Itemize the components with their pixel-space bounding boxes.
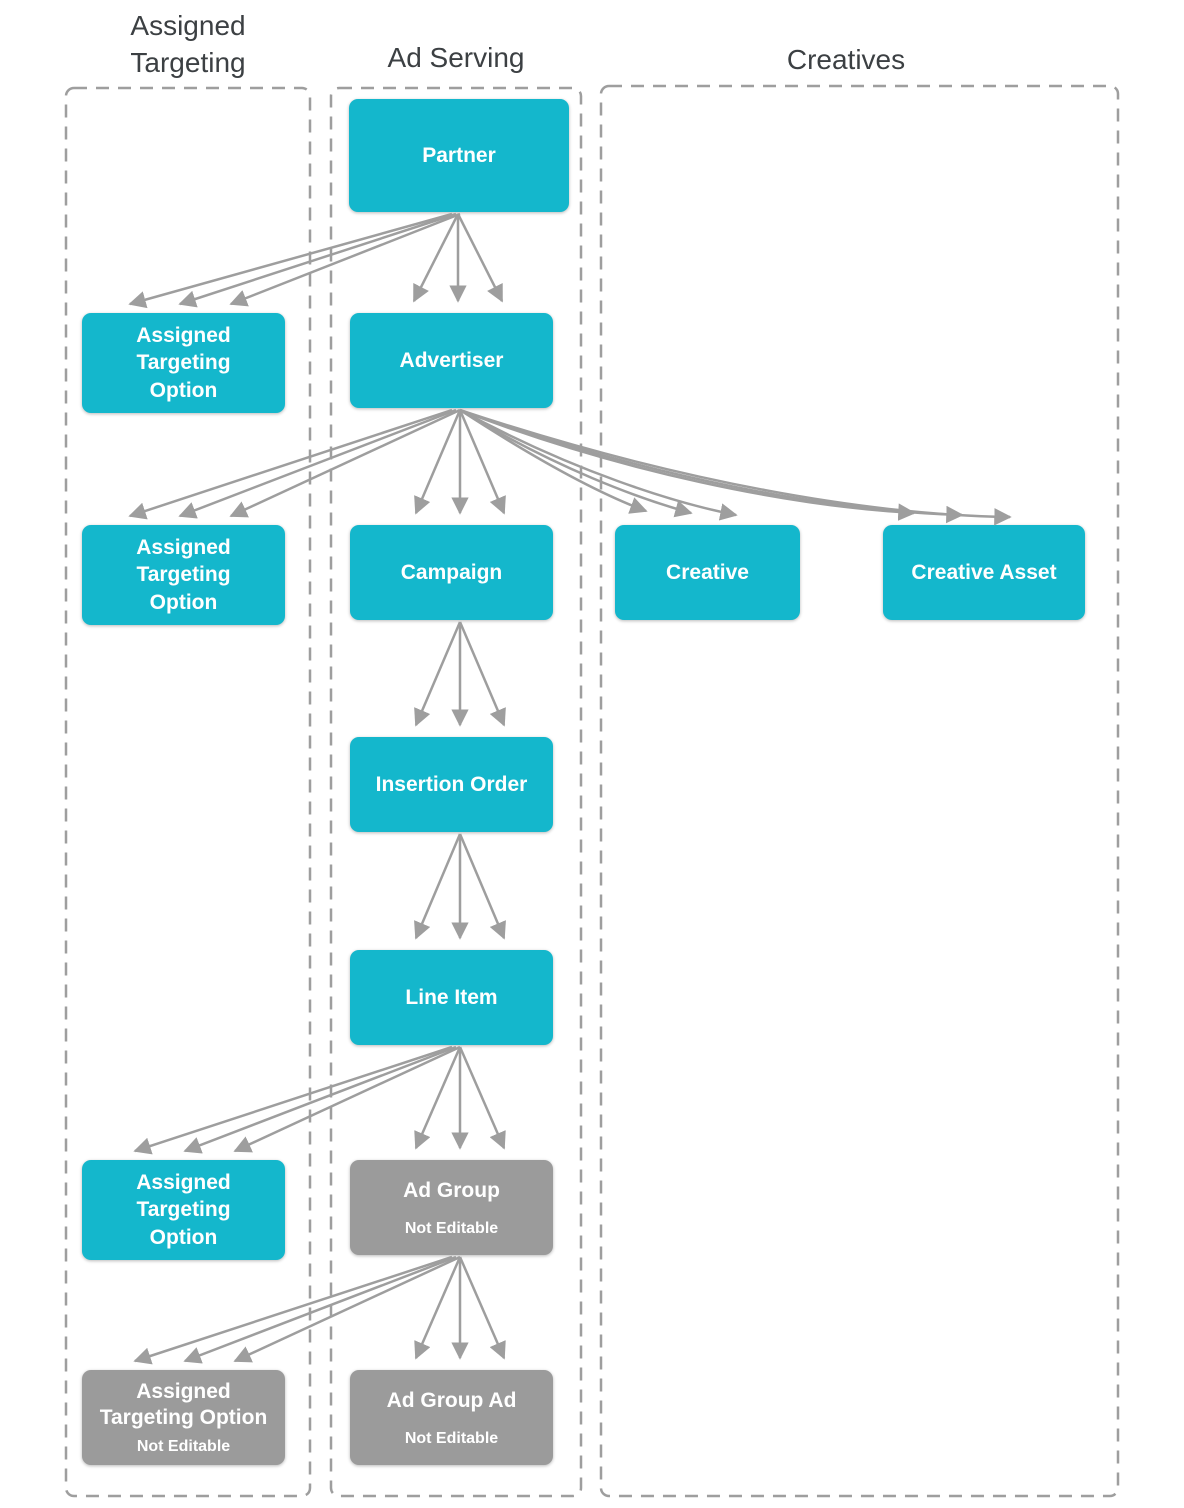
node-sublabel: Not Editable <box>404 1430 499 1448</box>
edges-campaign-to-insertion-order <box>414 621 506 727</box>
node-advertiser: Advertiser <box>350 313 553 408</box>
node-label: Creative Asset <box>911 560 1057 584</box>
edges-advertiser-to-creative-asset <box>459 408 1012 526</box>
node-label: Creative <box>666 560 749 584</box>
column-title-text: Assigned Targeting <box>130 10 246 78</box>
edges-ad-group-to-assigned-targeting-option <box>133 1255 461 1365</box>
node-label: Insertion Order <box>375 772 528 796</box>
column-title-text: Ad Serving <box>387 42 525 73</box>
column-title-ad-serving: Ad Serving <box>331 40 581 77</box>
node-sublabel: Not Editable <box>404 1220 499 1238</box>
node-label: Assigned Targeting Option <box>136 324 231 402</box>
node-label: Partner <box>422 143 496 167</box>
column-title-assigned-targeting: Assigned Targeting <box>66 8 310 82</box>
edges-partner-to-advertiser <box>412 213 504 303</box>
node-label: Assigned Targeting Option <box>136 536 231 614</box>
edges-advertiser-to-creative <box>459 408 738 521</box>
node-assigned-targeting-option-line-item: Assigned Targeting Option <box>82 1160 285 1260</box>
node-label: Advertiser <box>399 348 504 372</box>
node-sublabel: Not Editable <box>136 1437 231 1455</box>
edges-partner-to-assigned-targeting-option <box>128 212 461 309</box>
column-title-text: Creatives <box>786 44 906 75</box>
node-assigned-targeting-option-ad-group: Assigned Targeting Option Not Editable <box>82 1370 285 1465</box>
node-assigned-targeting-option-partner: Assigned Targeting Option <box>82 313 285 413</box>
node-line-item: Line Item <box>350 950 553 1045</box>
node-creative: Creative <box>615 525 800 620</box>
edges-line-item-to-ad-group <box>414 1046 506 1150</box>
node-insertion-order: Insertion Order <box>350 737 553 832</box>
edges-advertiser-to-campaign <box>414 409 506 515</box>
assigned-targeting-column-border <box>64 86 312 1498</box>
edges-advertiser-to-assigned-targeting-option <box>128 408 461 520</box>
creatives-column-border <box>599 84 1120 1498</box>
node-label: Line Item <box>405 985 498 1009</box>
node-label: Ad Group <box>403 1178 500 1202</box>
edges-line-item-to-assigned-targeting-option <box>133 1045 461 1155</box>
node-label: Ad Group Ad <box>386 1388 517 1412</box>
node-assigned-targeting-option-advertiser: Assigned Targeting Option <box>82 525 285 625</box>
edges-insertion-order-to-line-item <box>414 833 506 940</box>
node-label: Assigned Targeting Option <box>136 1171 231 1249</box>
edges-ad-group-to-ad-group-ad <box>414 1256 506 1360</box>
node-partner: Partner <box>349 99 569 212</box>
node-creative-asset: Creative Asset <box>883 525 1085 620</box>
node-ad-group: Ad Group Not Editable <box>350 1160 553 1255</box>
node-campaign: Campaign <box>350 525 553 620</box>
node-label: Assigned Targeting Option <box>99 1380 268 1429</box>
node-ad-group-ad: Ad Group Ad Not Editable <box>350 1370 553 1465</box>
column-title-creatives: Creatives <box>601 42 1091 79</box>
node-label: Campaign <box>400 560 503 584</box>
